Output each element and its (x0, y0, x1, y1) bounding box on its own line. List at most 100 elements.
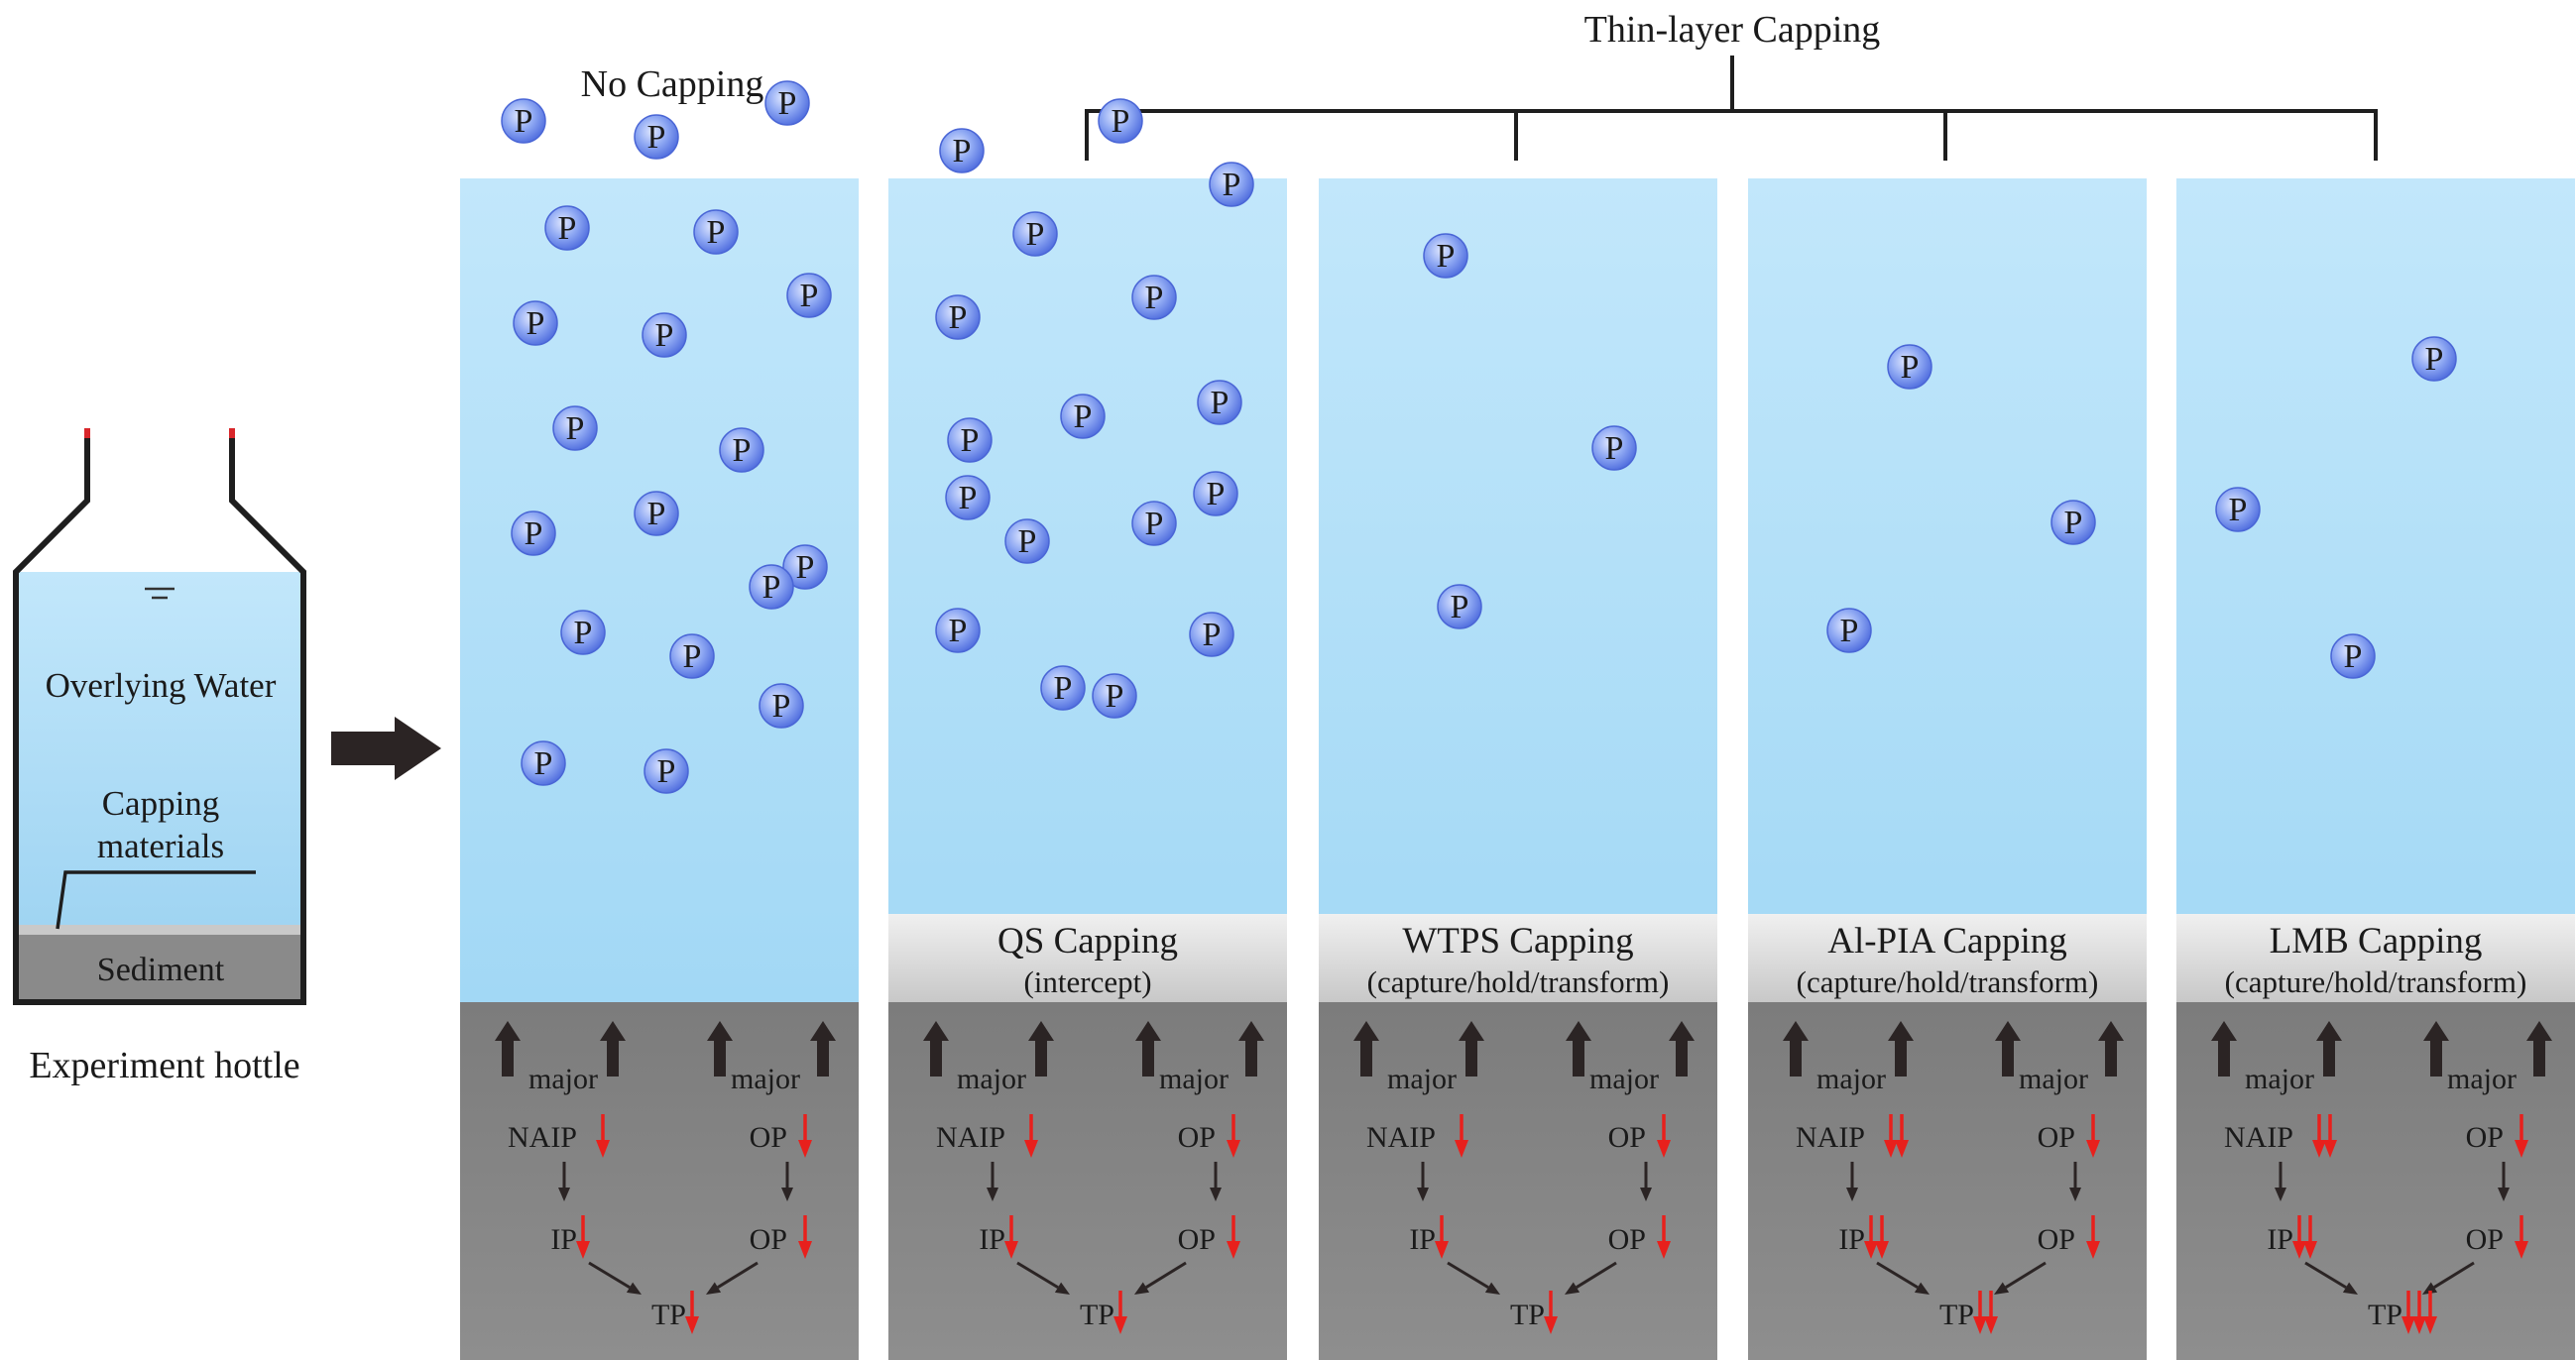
ip-to-tp-arrow (1016, 1261, 1059, 1290)
major-label-right: major (2447, 1063, 2517, 1095)
phosphorus-particle: P (945, 475, 991, 520)
particle-circle (1012, 211, 1058, 257)
particle-label: P (574, 615, 593, 651)
particle-circle (935, 608, 981, 653)
op-to-op-arrow-head (781, 1188, 793, 1201)
sediment-layer (888, 1002, 1287, 1360)
phosphorus-particle: P (1131, 275, 1177, 320)
particle-circle (693, 209, 739, 255)
phosphorus-particle: P (939, 128, 985, 173)
particle-label: P (1437, 238, 1456, 275)
particle-label: P (961, 422, 980, 459)
particle-circle (2411, 336, 2457, 382)
particle-circle (1887, 344, 1932, 390)
tp-label: TP (1939, 1299, 1974, 1331)
particle-circle (552, 405, 598, 451)
red-decrease-arrowhead (1113, 1316, 1127, 1334)
particle-label: P (683, 638, 702, 675)
red-decrease-arrowhead (798, 1140, 812, 1158)
phosphorus-particle: P (1092, 673, 1137, 719)
particle-circle (1092, 673, 1137, 719)
ip-to-tp-arrow (1876, 1261, 1919, 1290)
particle-label: P (1203, 617, 1222, 653)
phosphorus-particle: P (1887, 344, 1932, 390)
upward-release-arrow (2211, 1021, 2237, 1077)
upward-release-arrow (600, 1021, 626, 1077)
particle-label: P (1901, 349, 1920, 386)
phosphorus-particle: P (1193, 471, 1238, 516)
upward-release-arrow (1135, 1021, 1161, 1077)
capping-leader-line (56, 870, 256, 930)
particle-label: P (2064, 505, 2083, 541)
particle-label: P (1605, 430, 1624, 467)
particle-circle (719, 427, 764, 473)
red-decrease-arrowhead (2312, 1140, 2326, 1158)
phosphorus-particle: P (511, 510, 556, 556)
particle-label: P (1211, 385, 1229, 421)
particle-circle (521, 740, 566, 786)
op-top-label: OP (1608, 1121, 1646, 1154)
op-mid-label: OP (2466, 1223, 2504, 1256)
red-decrease-arrowhead (1875, 1241, 1889, 1259)
particle-circle (1197, 380, 1242, 425)
particle-circle (501, 98, 546, 144)
panel-lmb: LMB Capping(capture/hold/transform)PPPma… (2176, 178, 2575, 1360)
phosphorus-particle: P (719, 427, 764, 473)
red-decrease-arrowhead (2303, 1241, 2317, 1259)
phosphorus-particle: P (1040, 665, 1086, 711)
phosphorus-particle: P (634, 114, 679, 160)
upward-release-arrow (1353, 1021, 1379, 1077)
op-to-tp-arrow-head (1565, 1282, 1581, 1295)
red-decrease-arrowhead (2515, 1140, 2528, 1158)
red-decrease-arrowhead (1004, 1241, 1018, 1259)
particle-circle (634, 491, 679, 536)
ip-to-tp-arrow-head (2342, 1282, 2358, 1295)
naip-label: NAIP (1796, 1121, 1865, 1154)
op-mid-label: OP (1608, 1223, 1646, 1256)
phosphorus-particle: P (552, 405, 598, 451)
particle-circle (1098, 98, 1143, 144)
particle-circle (1209, 162, 1254, 207)
major-label-left: major (528, 1063, 598, 1095)
panel-wtps: WTPS Capping(capture/hold/transform)PPPm… (1319, 178, 1717, 1360)
red-decrease-arrowhead (1544, 1316, 1558, 1334)
bottle-caption: Experiment hottle (29, 1045, 299, 1086)
upward-release-arrow (1238, 1021, 1264, 1077)
capping-subtitle: (capture/hold/transform) (1797, 964, 2099, 999)
naip-label: NAIP (2224, 1121, 2293, 1154)
particle-label: P (1207, 476, 1226, 512)
bottle-sediment (16, 929, 303, 1002)
particle-label: P (558, 210, 577, 247)
particle-label: P (515, 103, 533, 140)
phosphorus-particle: P (1004, 518, 1050, 564)
phosphorus-particle: P (669, 633, 715, 679)
capping-subtitle: (capture/hold/transform) (2225, 964, 2527, 999)
naip-to-ip-arrow-head (1417, 1188, 1429, 1201)
particle-circle (544, 205, 590, 251)
phosphorus-particle: P (1060, 394, 1106, 439)
phosphorus-particle: P (759, 683, 804, 729)
naip-to-ip-arrow-head (1846, 1188, 1858, 1201)
capping-subtitle: (intercept) (1023, 964, 1151, 999)
upward-release-arrow (2316, 1021, 2342, 1077)
red-decrease-arrowhead (1455, 1140, 1468, 1158)
op-to-tp-arrow-head (706, 1282, 722, 1295)
red-decrease-arrowhead (2515, 1241, 2528, 1259)
particle-circle (764, 80, 810, 126)
no-capping-title: No Capping (581, 63, 764, 105)
capping-title: QS Capping (997, 921, 1178, 962)
particle-circle (2050, 500, 2096, 545)
particle-circle (749, 564, 794, 610)
bottle-capping-label-line1: Capping (102, 784, 220, 823)
particle-circle (947, 417, 993, 463)
op-to-tp-arrow (2005, 1261, 2047, 1289)
particle-circle (669, 633, 715, 679)
capping-layer (2176, 914, 2575, 1002)
particle-label: P (778, 85, 797, 122)
particle-label: P (1223, 167, 1241, 203)
ip-label: IP (2267, 1223, 2293, 1256)
bottle-water (16, 572, 303, 932)
phosphorus-particle: P (2411, 336, 2457, 382)
op-to-tp-arrow-head (1994, 1282, 2010, 1295)
